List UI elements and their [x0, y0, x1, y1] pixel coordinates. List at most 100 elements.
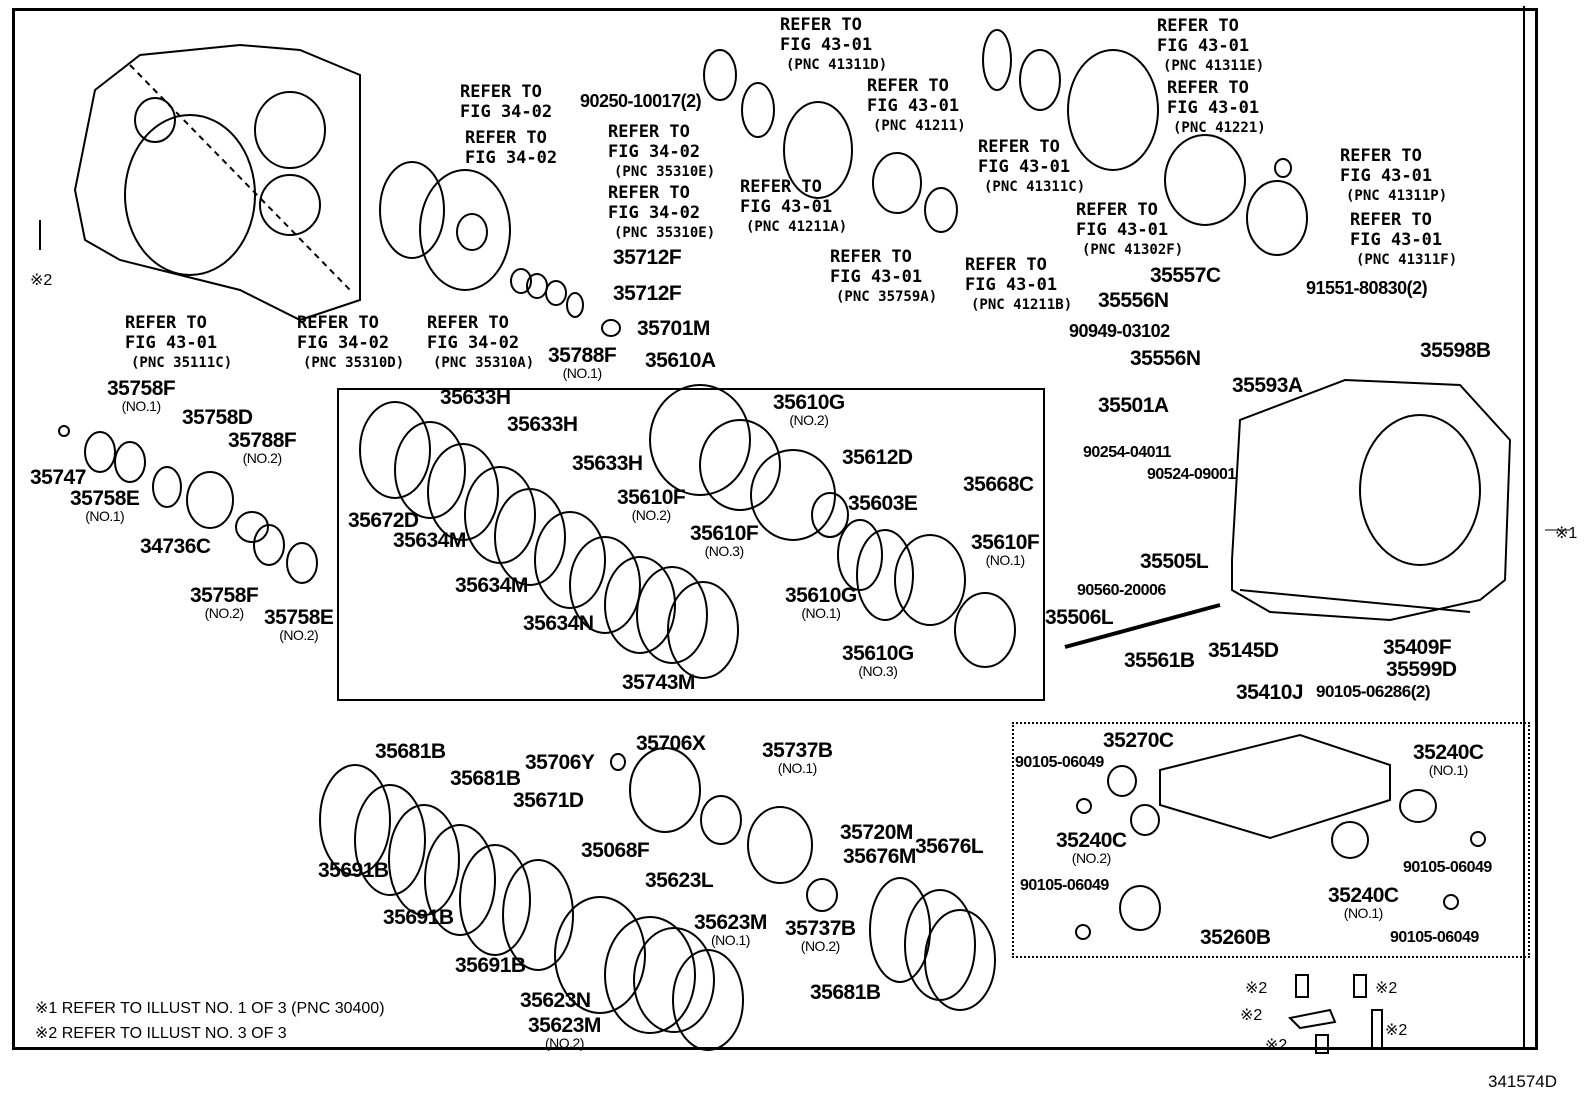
- part-label[interactable]: 35681B: [375, 740, 446, 763]
- part-label[interactable]: 35610F(NO.2): [617, 486, 686, 523]
- part-label[interactable]: 35270C: [1103, 729, 1174, 752]
- part-label[interactable]: 35240C(NO.2): [1056, 829, 1127, 866]
- part-label[interactable]: 90105-06049: [1403, 859, 1492, 876]
- mark1-callout[interactable]: ※1: [1555, 525, 1578, 542]
- part-label[interactable]: 35747: [30, 466, 86, 489]
- part-label[interactable]: 35691B: [455, 954, 526, 977]
- part-label[interactable]: 35240C(NO.1): [1413, 741, 1484, 778]
- part-label[interactable]: 35610A: [645, 349, 716, 372]
- part-label[interactable]: 90524-09001: [1147, 466, 1236, 483]
- part-label[interactable]: 35610F(NO.1): [971, 531, 1040, 568]
- part-label[interactable]: 35068F: [581, 839, 650, 862]
- part-label[interactable]: 35737B(NO.1): [762, 739, 833, 776]
- part-label[interactable]: 35676L: [915, 835, 984, 858]
- part-label[interactable]: 35676M: [843, 845, 916, 868]
- part-label[interactable]: 35598B: [1420, 339, 1491, 362]
- part-label[interactable]: 35409F: [1383, 636, 1452, 659]
- part-label[interactable]: 35758E(NO.2): [264, 606, 334, 643]
- part-label[interactable]: 35706X: [636, 732, 706, 755]
- part-label[interactable]: 35788F(NO.1): [548, 344, 617, 381]
- part-label[interactable]: 35501A: [1098, 394, 1169, 417]
- part-label[interactable]: 35610G(NO.3): [842, 642, 914, 679]
- mark2-callout[interactable]: ※2: [1245, 980, 1268, 997]
- part-label[interactable]: 90105-06049: [1015, 754, 1104, 771]
- part-label[interactable]: 35593A: [1232, 374, 1303, 397]
- part-label[interactable]: 35681B: [810, 981, 881, 1004]
- part-label[interactable]: 35758E(NO.1): [70, 487, 140, 524]
- part-label[interactable]: 35634M: [393, 529, 466, 552]
- part-label[interactable]: 35788F(NO.2): [228, 429, 297, 466]
- part-label[interactable]: 35610G(NO.1): [785, 584, 857, 621]
- mark2-callout[interactable]: ※2: [1265, 1037, 1288, 1054]
- part-label[interactable]: 35623N: [520, 989, 591, 1012]
- part-label[interactable]: 34736C: [140, 535, 211, 558]
- part-label[interactable]: 35603E: [848, 492, 918, 515]
- part-label[interactable]: 35505L: [1140, 550, 1209, 573]
- part-label[interactable]: 35758F(NO.1): [107, 377, 176, 414]
- part-label[interactable]: 35556N: [1098, 289, 1169, 312]
- part-label[interactable]: 35691B: [318, 859, 389, 882]
- part-label[interactable]: 35706Y: [525, 751, 595, 774]
- part-label[interactable]: 35681B: [450, 767, 521, 790]
- part-label[interactable]: 35668C: [963, 473, 1034, 496]
- part-label[interactable]: 35758F(NO.2): [190, 584, 259, 621]
- part-label[interactable]: 90254-04011: [1083, 444, 1171, 461]
- part-label[interactable]: 90105-06049: [1020, 877, 1109, 894]
- part-label[interactable]: 35634N: [523, 612, 594, 635]
- part-label[interactable]: 35240C(NO.1): [1328, 884, 1399, 921]
- part-label[interactable]: 35623M(NO.1): [694, 911, 767, 948]
- mark2-callout[interactable]: ※2: [30, 272, 53, 289]
- part-label[interactable]: 35506L: [1045, 606, 1114, 629]
- mark2-callout[interactable]: ※2: [1240, 1007, 1263, 1024]
- part-label[interactable]: 35720M: [840, 821, 913, 844]
- part-label[interactable]: 90250-10017(2): [580, 91, 702, 111]
- part-label[interactable]: 35610F(NO.3): [690, 522, 759, 559]
- part-label[interactable]: 35556N: [1130, 347, 1201, 370]
- part-label[interactable]: 90105-06049: [1390, 929, 1479, 946]
- part-label[interactable]: 35623M(NO.2): [528, 1014, 601, 1051]
- part-label[interactable]: 35612D: [842, 446, 913, 469]
- part-label[interactable]: 35672D: [348, 509, 419, 532]
- mark2-callout[interactable]: ※2: [1385, 1022, 1408, 1039]
- part-label[interactable]: 35671D: [513, 789, 584, 812]
- part-label[interactable]: 90105-06286(2): [1316, 682, 1430, 701]
- mark2-callout[interactable]: ※2: [1375, 980, 1398, 997]
- part-label[interactable]: 35610G(NO.2): [773, 391, 845, 428]
- part-label[interactable]: 35634M: [455, 574, 528, 597]
- part-label[interactable]: 91551-80830(2): [1306, 278, 1428, 298]
- part-label[interactable]: 35691B: [383, 906, 454, 929]
- part-label[interactable]: 35712F: [613, 282, 682, 305]
- part-label[interactable]: 35260B: [1200, 926, 1271, 949]
- part-label[interactable]: 35758D: [182, 406, 253, 429]
- part-label[interactable]: 35557C: [1150, 264, 1221, 287]
- part-label[interactable]: 35633H: [572, 452, 643, 475]
- part-label[interactable]: 35712F: [613, 246, 682, 269]
- part-label[interactable]: 35410J: [1236, 681, 1304, 704]
- part-label[interactable]: 35145D: [1208, 639, 1279, 662]
- part-label[interactable]: 35633H: [440, 386, 511, 409]
- part-label[interactable]: 35743M: [622, 671, 695, 694]
- part-label[interactable]: 35561B: [1124, 649, 1195, 672]
- part-label[interactable]: 90560-20006: [1077, 582, 1166, 599]
- part-label[interactable]: 90949-03102: [1069, 321, 1170, 341]
- part-label[interactable]: 35623L: [645, 869, 714, 892]
- part-label[interactable]: 35633H: [507, 413, 578, 436]
- part-label[interactable]: 35599D: [1386, 658, 1457, 681]
